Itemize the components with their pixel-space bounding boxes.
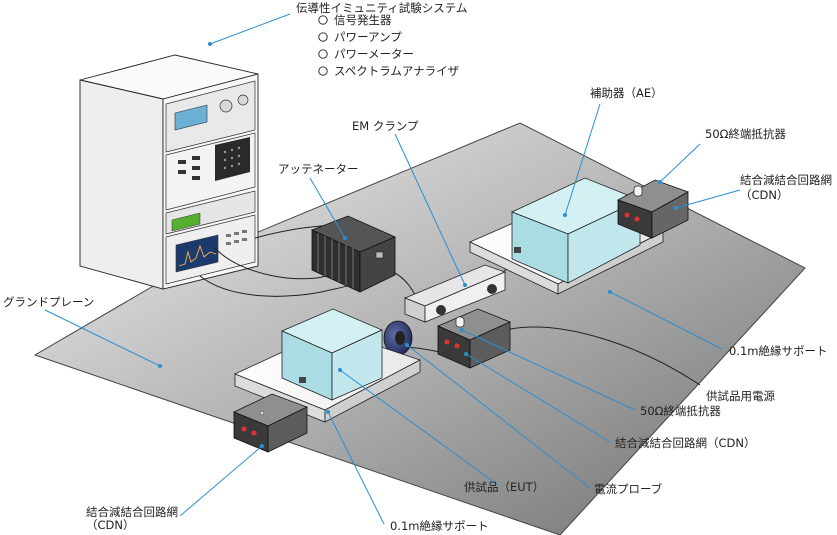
system-item-spectrum-analyzer: スペクトラムアナライザ [334,64,459,78]
label-cdn-bottom-line1: 結合減結合回路網 [86,505,178,519]
label-support-bottom: 0.1m絶縁サポート [390,519,489,533]
label-support-right: 0.1m絶縁サポート [729,344,828,358]
label-eut: 供試品（EUT） [464,480,544,494]
label-ground-plane: グランドプレーン [3,295,94,309]
system-items-list: 信号発生器 パワーアンプ パワーメーター スペクトラムアナライザ [318,13,459,78]
instrument-rack [79,54,259,290]
cdn-top [617,179,689,239]
current-probe [383,320,413,356]
label-ae: 補助器（AE） [590,86,663,100]
label-cdn-mid: 結合減結合回路網（CDN） [615,436,756,450]
system-item-signal-generator: 信号発生器 [334,13,392,27]
label-current-probe: 電流プローブ [594,482,663,496]
system-item-power-amp: パワーアンプ [334,30,402,44]
label-terminator-top: 50Ω終端抵抗器 [705,127,786,141]
label-em-clamp: EM クランプ [352,119,419,133]
attenuator [310,215,396,293]
cdn-bottom-left [233,393,309,453]
cdn-mid [436,308,512,369]
em-clamp [403,264,507,323]
eut-box [280,308,383,401]
label-attenuator: アッテネーター [278,162,359,176]
label-terminator-mid: 50Ω終端抵抗器 [640,404,721,418]
label-cdn-top-line1: 結合減結合回路網 [740,173,832,187]
label-cdn-top-line2: （CDN） [740,188,789,202]
label-eut-power: 供試品用電源 [706,389,775,403]
system-title: 伝導性イミュニティ試験システム [296,1,467,15]
leader-lines [44,13,741,525]
system-item-power-meter: パワーメーター [334,47,414,61]
label-cdn-bottom-line2: （CDN） [86,518,135,532]
